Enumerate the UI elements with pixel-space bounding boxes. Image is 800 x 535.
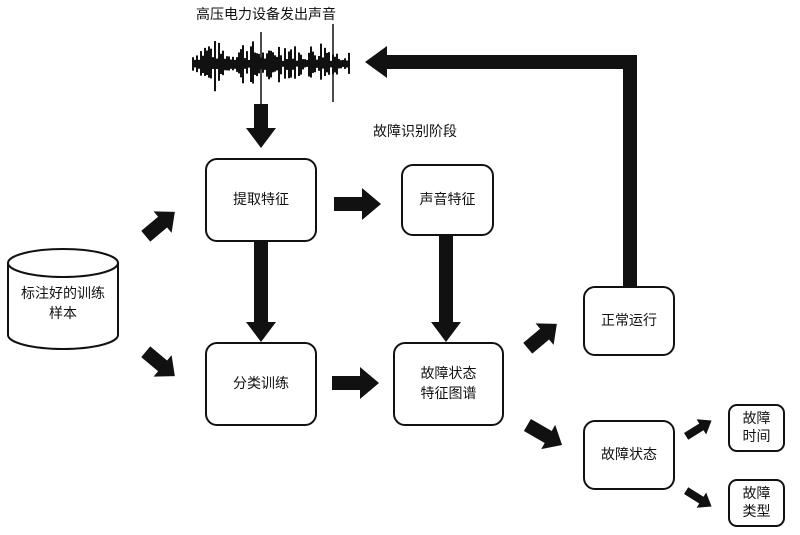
- title-label: 高压电力设备发出声音: [196, 7, 336, 23]
- node-label: 故障状态: [601, 447, 657, 463]
- node-label: 故障状态 特征图谱: [420, 366, 477, 402]
- node-training-samples: 标注好的训练 样本: [21, 286, 105, 322]
- node-label: 声音特征: [419, 192, 476, 208]
- arrow-feedback-loop: [365, 46, 637, 287]
- node-label: 正常运行: [601, 313, 657, 329]
- arrow-extract-to-sound: [334, 188, 381, 220]
- arrow-classify-to-faultmap: [332, 367, 379, 399]
- arrow-faultstate-to-type: [684, 487, 712, 508]
- arrow-extract-to-classify: [246, 240, 276, 342]
- arrow-faultmap-to-faultstate: [523, 418, 563, 450]
- node-label: 分类训练: [233, 376, 289, 392]
- node-extract-features: 提取特征: [205, 158, 317, 242]
- node-fault-state: 故障状态: [583, 420, 675, 490]
- arrow-sound-to-faultmap: [431, 236, 461, 342]
- arrow-samples-to-classify: [141, 346, 175, 377]
- node-label: 提取特征: [233, 192, 289, 208]
- arrow-faultmap-to-normal: [523, 323, 557, 354]
- node-fault-time: 故障 时间: [728, 404, 785, 452]
- arrow-faultstate-to-time: [684, 419, 712, 440]
- node-fault-state-feature-map: 故障状态 特征图谱: [393, 342, 504, 426]
- node-fault-type: 故障 类型: [728, 479, 785, 527]
- node-classification-training: 分类训练: [205, 342, 317, 426]
- node-label: 故障 类型: [742, 486, 771, 520]
- training-samples-database: [7, 248, 119, 350]
- node-sound-features: 声音特征: [401, 164, 494, 236]
- arrow-samples-to-extract: [141, 211, 175, 242]
- node-normal-operation: 正常运行: [583, 286, 675, 356]
- arrow-wave-to-extract: [246, 104, 276, 148]
- sound-waveform-icon: [192, 24, 350, 104]
- stage-label: 故障识别阶段: [373, 124, 457, 140]
- node-label: 故障 时间: [742, 411, 771, 445]
